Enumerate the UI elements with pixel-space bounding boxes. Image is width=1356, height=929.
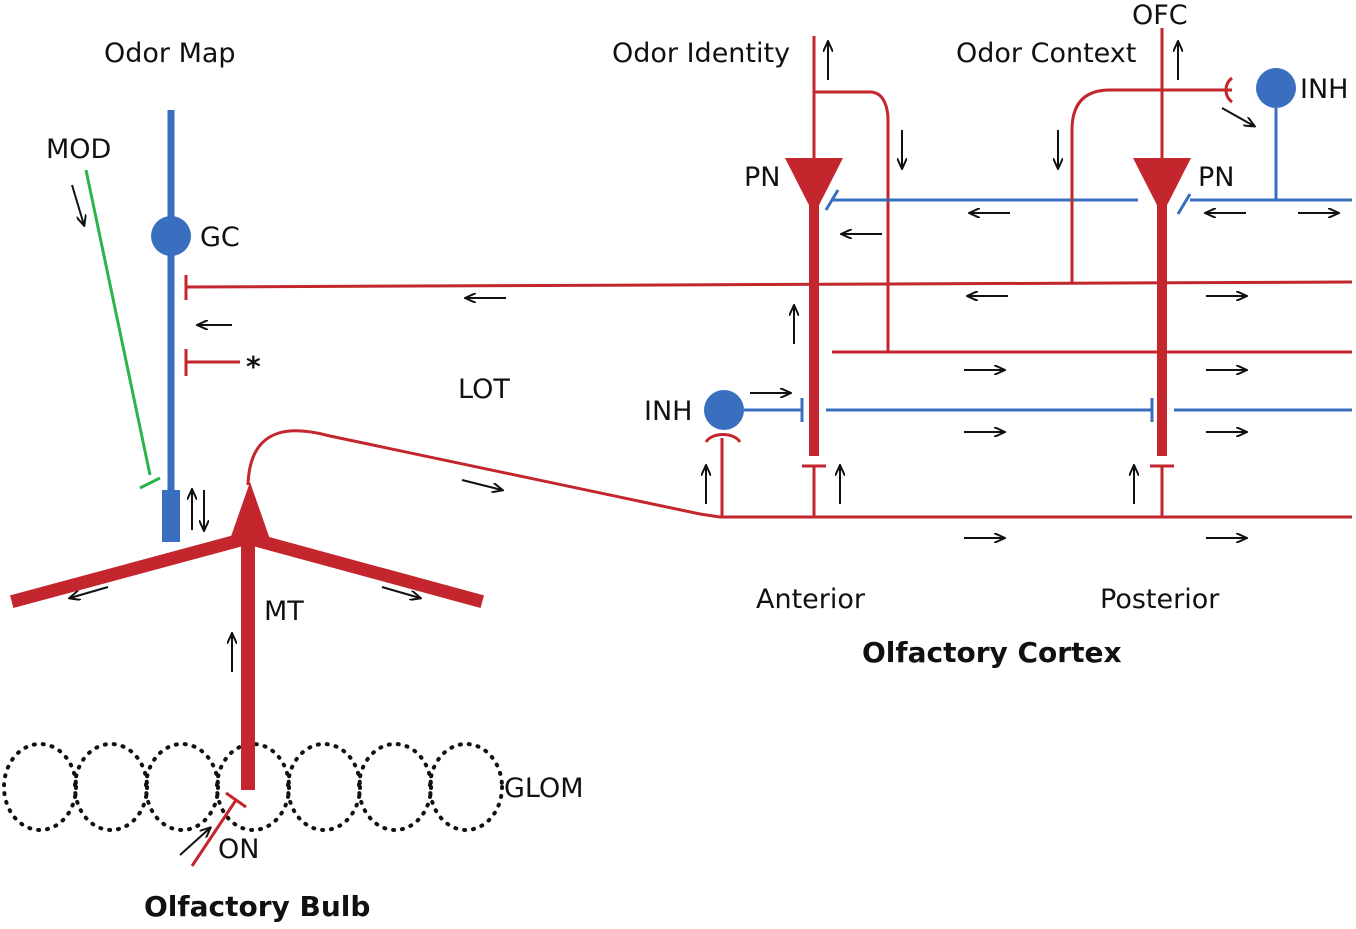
label-olfactory-bulb: Olfactory Bulb bbox=[144, 890, 370, 923]
label-anterior: Anterior bbox=[756, 584, 866, 615]
glomerulus bbox=[144, 742, 220, 832]
label-inh-top: INH bbox=[1300, 74, 1348, 105]
label-odor-map: Odor Map bbox=[104, 38, 236, 69]
gc-soma bbox=[151, 216, 191, 256]
label-ofc: OFC bbox=[1132, 0, 1188, 31]
label-inh-lower: INH bbox=[644, 396, 692, 427]
gc-dendrite-contact bbox=[162, 490, 180, 542]
glomerulus bbox=[2, 742, 78, 832]
olfactory-nerve bbox=[190, 791, 247, 867]
label-odor-context: Odor Context bbox=[956, 38, 1136, 69]
mt-soma bbox=[228, 482, 272, 545]
label-asterisk: * bbox=[246, 350, 261, 383]
inh-lower-soma bbox=[704, 390, 744, 430]
label-lot: LOT bbox=[458, 374, 510, 405]
glomerulus bbox=[73, 742, 149, 832]
glomerulus bbox=[286, 742, 362, 832]
label-posterior: Posterior bbox=[1100, 584, 1220, 615]
direction-arrows bbox=[70, 42, 1338, 856]
modulatory-input bbox=[84, 169, 161, 490]
cortical-feedback-to-bulb bbox=[184, 275, 1353, 376]
glomerulus bbox=[215, 742, 291, 832]
label-gc: GC bbox=[200, 222, 240, 253]
label-olfactory-cortex: Olfactory Cortex bbox=[862, 636, 1122, 669]
granule-cell bbox=[151, 110, 191, 542]
posterior-cortex bbox=[1070, 28, 1352, 517]
pn-posterior-soma bbox=[1133, 158, 1191, 215]
label-mod: MOD bbox=[46, 134, 111, 165]
mitral-tufted-cell bbox=[10, 429, 1352, 790]
mt-axon-lot bbox=[246, 429, 1352, 519]
label-pn-posterior: PN bbox=[1198, 162, 1234, 193]
label-glom: GLOM bbox=[504, 773, 584, 804]
pn-anterior-soma bbox=[785, 158, 843, 215]
glomeruli bbox=[2, 742, 504, 832]
anterior-cortex bbox=[704, 36, 1352, 517]
label-pn-anterior: PN bbox=[744, 162, 780, 193]
glomerulus bbox=[357, 742, 433, 832]
label-on: ON bbox=[218, 834, 259, 865]
label-mt: MT bbox=[264, 596, 304, 627]
label-odor-identity: Odor Identity bbox=[612, 38, 790, 69]
glomerulus bbox=[428, 742, 504, 832]
inh-top-soma bbox=[1256, 68, 1296, 108]
